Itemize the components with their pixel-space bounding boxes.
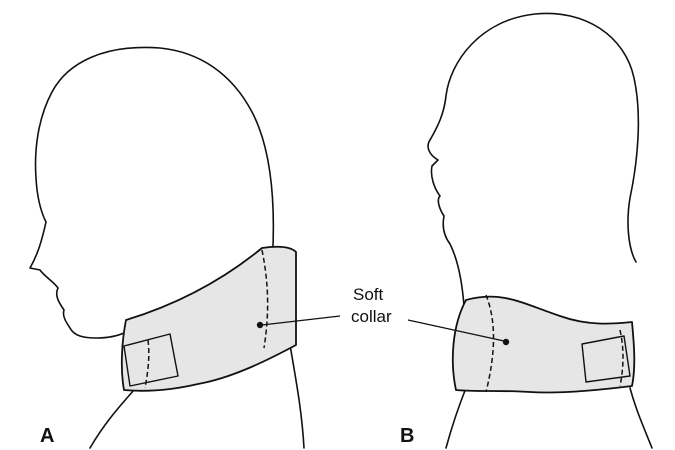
velcro-tab-b xyxy=(582,336,630,382)
head-b-outline xyxy=(428,13,638,306)
annotation-line-1: Soft xyxy=(353,285,384,304)
neck-back-a xyxy=(290,345,304,448)
neck-back-b xyxy=(630,388,652,448)
pointer-dot-b xyxy=(503,339,509,345)
neck-front-b xyxy=(446,388,466,448)
panel-label-a: A xyxy=(40,425,54,447)
panel-label-b: B xyxy=(400,425,414,447)
panel-b: B xyxy=(400,13,652,448)
neck-front-a xyxy=(90,390,134,448)
panel-a: A xyxy=(30,47,304,448)
annotation-line-2: collar xyxy=(351,307,392,326)
